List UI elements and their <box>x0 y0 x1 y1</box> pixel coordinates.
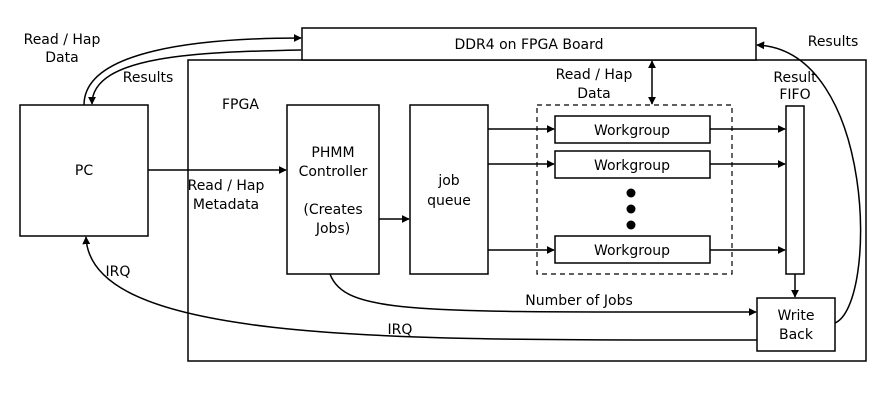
edge-label-read-hap-data-left-1: Read / Hap <box>24 32 101 48</box>
arrow-ddr4-to-pc <box>88 49 302 105</box>
edge-label-number-of-jobs: Number of Jobs <box>525 293 633 309</box>
arrow-pc-to-ddr4 <box>83 34 302 106</box>
controller-box <box>286 104 380 275</box>
edge-label-read-hap-metadata-1: Read / Hap <box>188 178 265 194</box>
edge-label-read-hap-data-left-2: Data <box>45 50 78 66</box>
edge-label-read-hap-data-mid-1: Read / Hap <box>556 67 633 83</box>
edge-label-results-right: Results <box>808 34 859 50</box>
workgroup-container <box>536 104 733 275</box>
edge-label-irq-left: IRQ <box>106 264 131 280</box>
controller-line3: (Creates <box>303 202 362 218</box>
workgroup-label-2: Workgroup <box>594 158 670 174</box>
ellipsis-dot-3 <box>626 220 636 230</box>
write-back-box <box>756 297 836 352</box>
job-queue-line1: job <box>437 173 459 189</box>
job-queue-box <box>409 104 489 275</box>
write-back-line2: Back <box>779 327 814 343</box>
edge-label-read-hap-data-mid-2: Data <box>577 86 610 102</box>
controller-line2: Controller <box>299 164 368 180</box>
workgroup-label-1: Workgroup <box>594 123 670 139</box>
job-queue-line2: queue <box>427 193 471 209</box>
arrow-controller-to-writeback <box>329 273 757 317</box>
result-fifo-line2: FIFO <box>779 87 810 103</box>
arrow-writeback-to-pc <box>82 236 758 341</box>
controller-line4: Jobs) <box>315 221 350 237</box>
pc-label: PC <box>75 163 93 179</box>
edge-label-read-hap-metadata-2: Metadata <box>193 197 259 213</box>
edge-label-irq-bottom: IRQ <box>388 322 413 338</box>
workgroup-box-1 <box>554 115 711 144</box>
workgroup-box-2 <box>554 150 711 179</box>
result-fifo-line1: Result <box>773 70 817 86</box>
arrow-writeback-to-ddr4 <box>756 41 862 324</box>
write-back-line1: Write <box>778 308 815 324</box>
ellipsis-dot-2 <box>626 204 636 214</box>
result-fifo-box <box>785 105 805 275</box>
edge-label-results-left: Results <box>123 70 174 86</box>
pc-box <box>19 104 149 237</box>
fpga-label: FPGA <box>222 97 259 113</box>
ellipsis-dot-1 <box>626 188 636 198</box>
workgroup-label-3: Workgroup <box>594 243 670 259</box>
ddr4-box <box>301 27 757 61</box>
controller-line1: PHMM <box>311 145 354 161</box>
ddr4-label: DDR4 on FPGA Board <box>454 37 603 53</box>
